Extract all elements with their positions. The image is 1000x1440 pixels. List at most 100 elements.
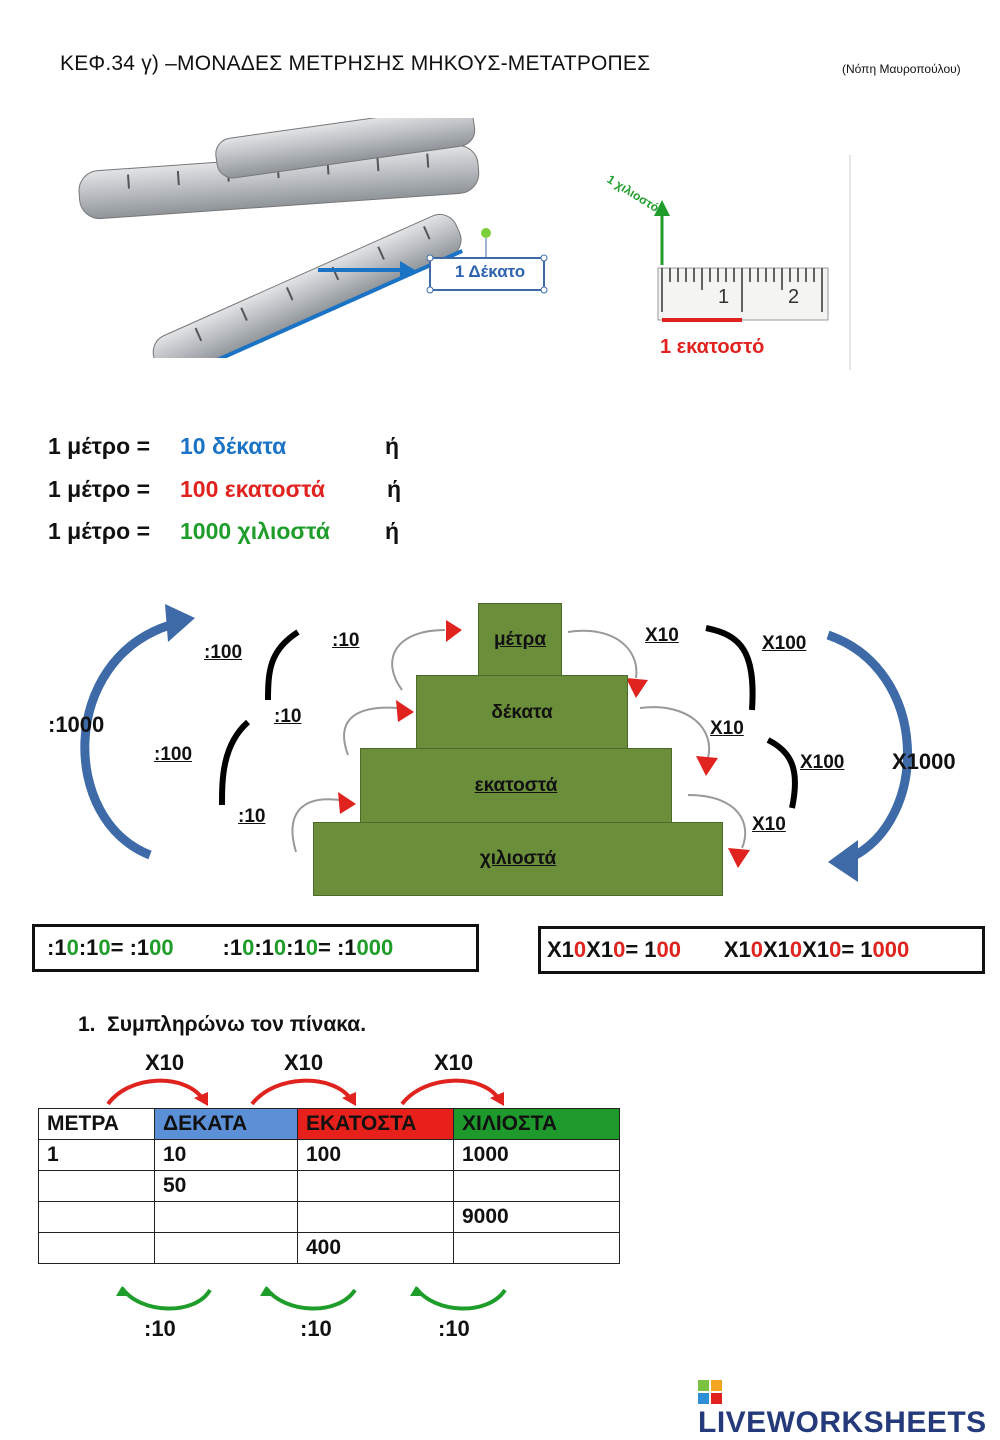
summary-digit: 0 — [98, 935, 111, 960]
equality-centi: 1 μέτρο = 100 εκατοστά ή — [48, 476, 468, 503]
table-cell: 1 — [38, 1139, 155, 1171]
equality-left: 1 μέτρο = — [48, 433, 150, 459]
label-div100: :100 — [154, 744, 193, 765]
table-row: 50 — [38, 1170, 620, 1202]
summary-text: = :1 — [317, 935, 357, 960]
label-div10: :10 — [274, 706, 302, 727]
answer-cell[interactable] — [38, 1170, 155, 1202]
tick-2: 2 — [788, 286, 800, 308]
label-x1000: X1000 — [892, 749, 956, 774]
label-x10: X10 — [752, 814, 786, 835]
summary-text: = :1 — [110, 935, 150, 960]
answer-cell[interactable] — [297, 1170, 454, 1202]
centi-label: 1 εκατοστό — [660, 336, 765, 358]
step-label: εκατοστά — [474, 775, 558, 796]
bottom-label-div10: :10 — [144, 1316, 176, 1341]
folding-ruler-image — [78, 118, 548, 358]
answer-cell[interactable] — [154, 1232, 298, 1264]
equality-deci: 1 μέτρο = 10 δέκατα ή — [48, 433, 468, 460]
step-millimeters: χιλιοστά — [313, 822, 723, 896]
table-row: 1 10 100 1000 — [38, 1139, 620, 1171]
step-label: δέκατα — [491, 701, 553, 723]
equality-value: 10 δέκατα — [180, 433, 287, 459]
summary-digit: 0 — [750, 937, 763, 962]
summary-text: = 1 — [625, 937, 657, 962]
header-meters: ΜΕΤΡΑ — [38, 1108, 155, 1140]
summary-text: X1 — [802, 937, 830, 962]
step-label: μέτρα — [493, 629, 547, 650]
equality-left: 1 μέτρο = — [48, 518, 150, 544]
summary-text: X1 — [586, 937, 614, 962]
top-red-arrows — [106, 1078, 504, 1106]
liveworksheets-logo: LIVEWORKSHEETS — [698, 1372, 1000, 1440]
step-label: χιλιοστά — [479, 848, 557, 869]
header-decimeters: ΔΕΚΑΤΑ — [154, 1108, 298, 1140]
summary-digit: 0 — [242, 935, 255, 960]
top-label-x10: X10 — [284, 1050, 324, 1075]
step-decimeters: δέκατα — [416, 675, 628, 750]
summary-digit: 0 — [66, 935, 79, 960]
step-meters: μέτρα — [478, 603, 562, 677]
summary-text: :1 — [47, 935, 67, 960]
summary-digit: 0 — [613, 937, 626, 962]
label-div10: :10 — [332, 630, 360, 651]
summary-digit: 00 — [149, 935, 174, 960]
summary-digit: 0 — [829, 937, 842, 962]
label-div10: :10 — [238, 806, 266, 827]
answer-cell[interactable] — [38, 1232, 155, 1264]
answer-cell[interactable] — [154, 1201, 298, 1233]
equality-left: 1 μέτρο = — [48, 476, 150, 502]
bottom-label-div10: :10 — [300, 1316, 332, 1341]
summary-digit: 00 — [656, 937, 682, 962]
author-name: (Νόπη Μαυροπούλου) — [842, 62, 961, 76]
tick-1: 1 — [718, 286, 730, 308]
answer-cell[interactable] — [453, 1232, 620, 1264]
label-x100: X100 — [762, 633, 807, 654]
equality-or: ή — [385, 433, 400, 459]
top-label-x10: X10 — [145, 1050, 185, 1075]
answer-cell[interactable] — [453, 1170, 620, 1202]
summary-digit: 0 — [305, 935, 318, 960]
bottom-label-div10: :10 — [438, 1316, 470, 1341]
logo-mark-icon — [698, 1378, 722, 1405]
summary-digit: 0 — [789, 937, 803, 962]
table-cell: 100 — [297, 1139, 454, 1171]
summary-digit: 000 — [872, 937, 910, 962]
summary-text: :1 — [78, 935, 99, 960]
label-x10: X10 — [645, 625, 679, 646]
label-x100: X100 — [800, 752, 845, 773]
label-x10: X10 — [710, 718, 744, 739]
table-header-row: ΜΕΤΡΑ ΔΕΚΑΤΑ ΕΚΑΤΟΣΤΑ ΧΙΛΙΟΣΤΑ — [38, 1108, 620, 1140]
answer-cell[interactable] — [297, 1201, 454, 1233]
summary-text: = 1 — [841, 937, 873, 962]
table-cell: 10 — [154, 1139, 298, 1171]
table-cell: 50 — [154, 1170, 298, 1202]
label-div1000: :1000 — [48, 712, 105, 737]
equality-or: ή — [385, 518, 400, 544]
answer-cell[interactable] — [38, 1201, 155, 1233]
equality-value: 100 εκατοστά — [180, 476, 326, 502]
table-row: 9000 — [38, 1201, 620, 1233]
table-cell: 9000 — [453, 1201, 620, 1233]
summary-text: :1 — [173, 935, 243, 960]
equality-or: ή — [387, 476, 402, 502]
top-label-x10: X10 — [434, 1050, 474, 1075]
table-row: 400 — [38, 1232, 620, 1264]
conversion-table: ΜΕΤΡΑ ΔΕΚΑΤΑ ΕΚΑΤΟΣΤΑ ΧΙΛΙΟΣΤΑ 1 10 100 … — [38, 1108, 620, 1264]
exercise-title: 1. Συμπληρώνω τον πίνακα. — [78, 1013, 367, 1036]
summary-text: X1 — [547, 937, 574, 962]
equality-milli: 1 μέτρο = 1000 χιλιοστά ή — [48, 518, 468, 545]
logo-text: LIVEWORKSHEETS — [698, 1406, 987, 1439]
summary-text: :1 — [254, 935, 274, 960]
equality-value: 1000 χιλιοστά — [180, 518, 330, 544]
summary-digit: 0 — [273, 935, 287, 960]
conversion-arrows — [80, 604, 912, 882]
summary-text: :1 — [286, 935, 306, 960]
label-div100: :100 — [204, 642, 243, 663]
table-cell: 400 — [297, 1232, 454, 1264]
summary-text: X1 — [762, 937, 790, 962]
header-centimeters: ΕΚΑΤΟΣΤΑ — [297, 1108, 454, 1140]
summary-digit: 000 — [356, 935, 394, 960]
